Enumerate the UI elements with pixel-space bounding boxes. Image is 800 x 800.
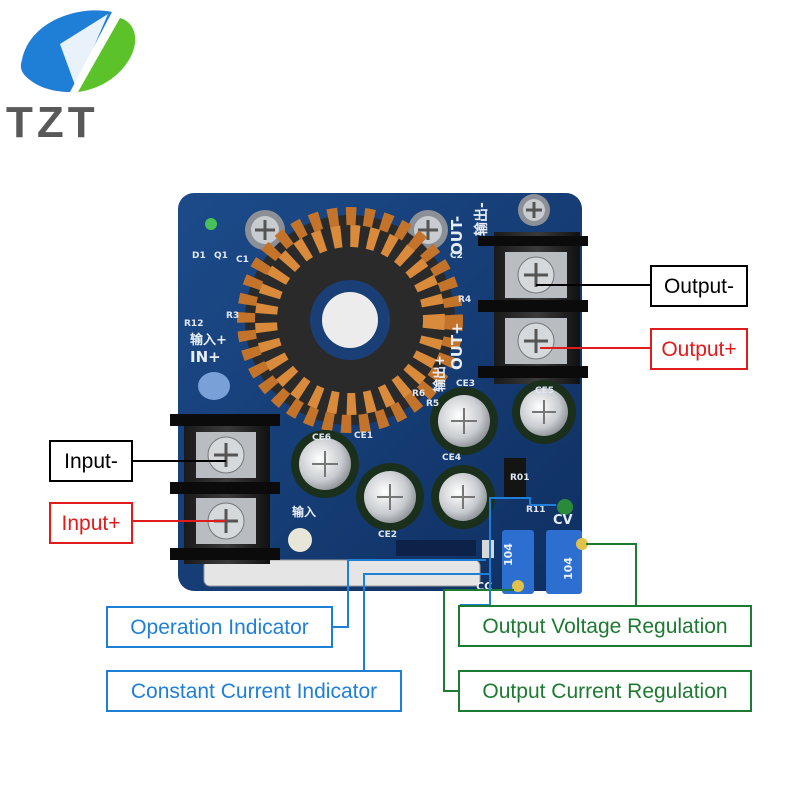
output-plus-label: Output+ (650, 328, 748, 370)
capacitor-ce3 (430, 387, 498, 455)
silk-out-minus-cn: 输出- (473, 202, 490, 236)
leader-operation-indicator (332, 559, 486, 628)
silk-ref: CE5 (535, 386, 554, 396)
capacitor-ce2 (356, 463, 424, 531)
leader-output-current-regulation (443, 589, 514, 692)
logo-green-swoosh-icon (78, 18, 136, 92)
input-minus-label: Input- (49, 440, 133, 482)
silk-ref: R4 (458, 295, 471, 305)
brand-name: TZT (6, 98, 99, 147)
operation-led (482, 540, 494, 558)
silk-pot-value-cc: 104 (502, 543, 515, 566)
silk-in-plus-cn: 输入+ (190, 332, 227, 348)
silk-in-plus: IN+ (190, 348, 221, 366)
operation-indicator-label: Operation Indicator (106, 606, 333, 648)
silk-ref: CE6 (312, 433, 331, 443)
silk-ref: R12 (184, 319, 203, 329)
constant-current-indicator-label: Constant Current Indicator (106, 670, 402, 712)
shunt-resistor (504, 458, 526, 498)
toroidal-inductor (237, 207, 463, 433)
input-hole (198, 372, 230, 400)
output-voltage-regulation-label: Output Voltage Regulation (458, 605, 752, 647)
output-minus-label: Output- (650, 265, 748, 307)
input-plus-label: Input+ (49, 502, 133, 544)
silk-ref: CE2 (378, 530, 397, 540)
capacitor-ce4 (512, 380, 576, 444)
mounting-screw-corner (518, 194, 550, 226)
silk-in-cn: 输入 (292, 504, 316, 519)
capacitor-ce5 (431, 465, 495, 529)
output-current-regulation-label: Output Current Regulation (458, 670, 752, 712)
logo-white-cut-icon (60, 14, 108, 88)
small-capacitor (288, 528, 312, 552)
silk-ref: C1 (236, 255, 249, 265)
silk-cv: CV (553, 513, 573, 528)
mounting-screw-top-left (245, 210, 285, 250)
silk-ref: CE3 (456, 379, 475, 389)
silk-ref: CE1 (354, 431, 373, 441)
potentiometer-cv (546, 530, 588, 594)
brand-logo (20, 10, 136, 93)
potentiometer-cc (502, 530, 534, 594)
silk-ref: R11 (526, 505, 545, 515)
output-terminal-block (478, 232, 588, 384)
silk-pot-value-cv: 104 (562, 557, 575, 580)
silk-out-plus: OUT+ (448, 322, 466, 370)
smd-chip-row (396, 540, 476, 556)
silk-ref: R6 (412, 389, 425, 399)
status-led-green (205, 218, 217, 230)
silk-ref: Q1 (214, 251, 228, 261)
silk-out-plus-cn: 输出+ (432, 355, 448, 392)
input-terminal-block (170, 414, 280, 564)
silk-ref: CE4 (442, 453, 461, 463)
cv-test-pad (557, 499, 573, 515)
silk-ref: R01 (510, 473, 529, 483)
leader-output-voltage-regulation (586, 543, 637, 605)
silk-ref: R5 (426, 399, 439, 409)
silk-ref: R3 (226, 311, 239, 321)
capacitor-ce1 (291, 430, 359, 498)
silk-ref: D1 (192, 251, 206, 261)
silk-out-minus: OUT- (448, 216, 466, 255)
silk-ref: C2 (450, 251, 463, 261)
